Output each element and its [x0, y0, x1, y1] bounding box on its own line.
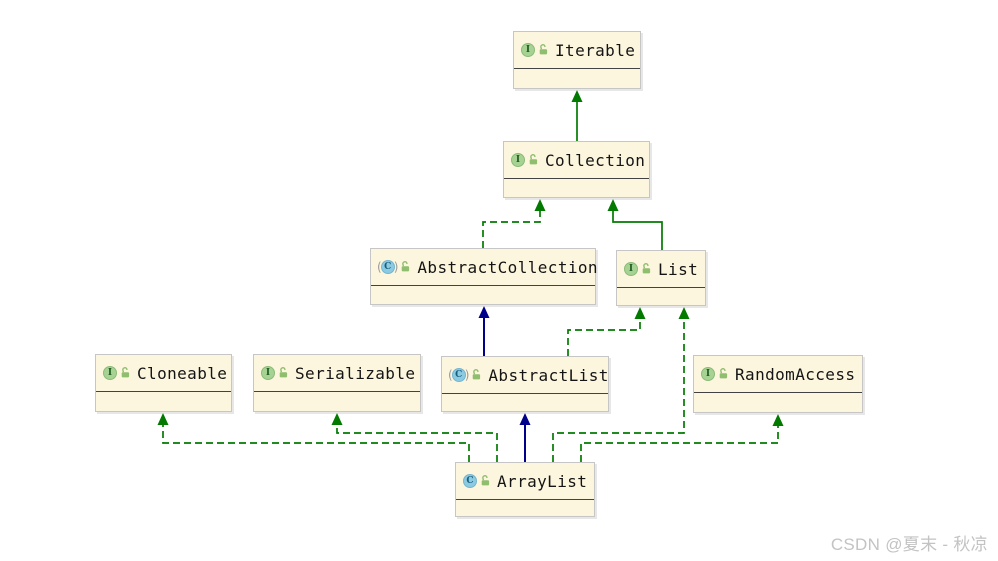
implements-arrowhead: [534, 199, 546, 211]
class-node-body: [514, 69, 640, 88]
class-name-label: List: [658, 259, 699, 279]
csdn-watermark: CSDN @夏末 - 秋凉: [830, 535, 988, 554]
class-node-body: [456, 500, 594, 516]
class-name-label: Collection: [545, 150, 646, 170]
class-name-label: Cloneable: [137, 363, 228, 383]
extends-arrowhead: [571, 90, 583, 102]
public-visibility-icon: [120, 367, 131, 379]
kind-letter: I: [511, 153, 525, 167]
class-node-title: ( C ) ArrayList: [456, 463, 594, 500]
class-name-label: Serializable: [295, 363, 416, 383]
class-name-label: RandomAccess: [735, 364, 856, 384]
class-node-abstractlist[interactable]: ( C ) AbstractList: [441, 356, 609, 412]
class-node-body: [442, 394, 608, 411]
implements-arrowhead: [634, 307, 646, 319]
interface-icon: ( I ): [521, 43, 535, 57]
implements-edge: [336, 425, 498, 462]
abstract-class-icon: ( C ): [448, 368, 470, 382]
class-node-body: [617, 288, 705, 305]
class-node-arraylist[interactable]: ( C ) ArrayList: [455, 462, 595, 517]
implements-edge: [162, 425, 470, 462]
class-node-body: [694, 393, 862, 412]
abstract-paren-left: (: [377, 260, 382, 274]
class-node-title: ( I ) Iterable: [514, 32, 640, 69]
interface-icon: ( I ): [103, 366, 117, 380]
class-name-label: ArrayList: [497, 471, 588, 491]
class-name-label: AbstractList: [488, 365, 609, 385]
implements-arrowhead: [678, 307, 690, 319]
public-visibility-icon: [718, 368, 729, 380]
kind-letter: C: [451, 368, 466, 382]
class-node-title: ( I ) Serializable: [254, 355, 420, 392]
class-node-body: [254, 392, 420, 411]
class-node-title: ( C ) AbstractCollection: [371, 249, 598, 286]
implements-edge: [580, 426, 779, 462]
class-node-title: ( I ) RandomAccess: [694, 356, 862, 393]
implements-arrowhead: [157, 413, 169, 425]
kind-letter: I: [521, 43, 535, 57]
class-node-abstractcollection[interactable]: ( C ) AbstractCollection: [370, 248, 598, 305]
class-node-body: [96, 392, 231, 411]
abstract-class-icon: ( C ): [377, 260, 399, 274]
implements-arrowhead: [772, 414, 784, 426]
public-visibility-icon: [480, 475, 491, 487]
class-node-title: ( I ) List: [617, 251, 705, 288]
interface-icon: ( I ): [701, 367, 715, 381]
public-visibility-icon: [278, 367, 289, 379]
class-node-title: ( I ) Collection: [504, 142, 649, 179]
public-visibility-icon: [528, 154, 539, 166]
interface-icon: ( I ): [261, 366, 275, 380]
implements-edge: [552, 319, 685, 462]
class-node-body: [504, 179, 649, 197]
abstract-paren-left: (: [448, 368, 453, 382]
class-icon: ( C ): [463, 474, 477, 488]
extends-arrowhead: [478, 306, 490, 318]
public-visibility-icon: [471, 369, 482, 381]
abstract-paren-right: ): [464, 368, 470, 382]
class-node-randomaccess[interactable]: ( I ) RandomAccess: [693, 355, 863, 413]
extends-arrowhead: [519, 413, 531, 425]
extends-arrowhead: [607, 199, 619, 211]
interface-icon: ( I ): [511, 153, 525, 167]
kind-letter: I: [261, 366, 275, 380]
class-node-serializable[interactable]: ( I ) Serializable: [253, 354, 421, 412]
class-name-label: Iterable: [555, 40, 636, 60]
class-node-collection[interactable]: ( I ) Collection: [503, 141, 650, 198]
implements-edge: [567, 319, 641, 356]
kind-letter: C: [463, 474, 477, 488]
class-name-label: AbstractCollection: [417, 257, 598, 277]
kind-letter: I: [624, 262, 638, 276]
implements-arrowhead: [331, 413, 343, 425]
class-node-cloneable[interactable]: ( I ) Cloneable: [95, 354, 232, 412]
kind-letter: C: [380, 260, 395, 274]
kind-letter: I: [103, 366, 117, 380]
class-node-iterable[interactable]: ( I ) Iterable: [513, 31, 641, 89]
abstract-paren-right: ): [393, 260, 399, 274]
kind-letter: I: [701, 367, 715, 381]
class-node-list[interactable]: ( I ) List: [616, 250, 706, 306]
public-visibility-icon: [538, 44, 549, 56]
class-node-title: ( C ) AbstractList: [442, 357, 608, 394]
extends-edge: [612, 211, 663, 250]
implements-edge: [482, 211, 541, 248]
interface-icon: ( I ): [624, 262, 638, 276]
public-visibility-icon: [400, 261, 411, 273]
class-node-body: [371, 286, 595, 304]
class-node-title: ( I ) Cloneable: [96, 355, 231, 392]
public-visibility-icon: [641, 263, 652, 275]
